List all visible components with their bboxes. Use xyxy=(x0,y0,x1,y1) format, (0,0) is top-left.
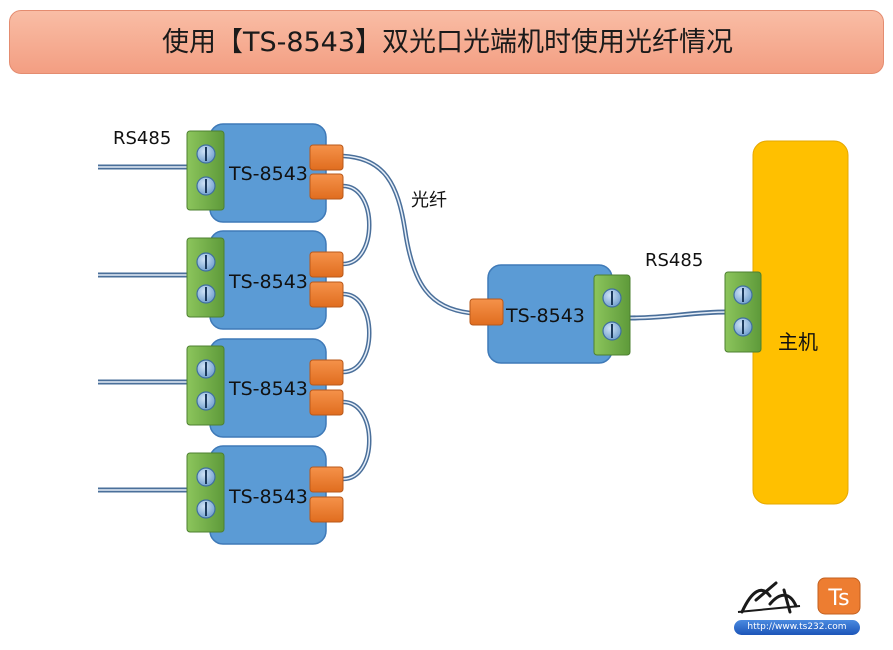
fiber-loops xyxy=(342,183,372,482)
device-4-label: TS-8543 xyxy=(229,486,308,508)
device-1-label: TS-8543 xyxy=(229,163,308,185)
rs485-host-wire xyxy=(629,309,729,321)
device-3-label: TS-8543 xyxy=(229,378,308,400)
device-2-label: TS-8543 xyxy=(229,271,308,293)
ts-logo: Ts xyxy=(737,577,861,615)
device-1 xyxy=(186,123,344,223)
device-center-label: TS-8543 xyxy=(506,305,585,327)
rs485-right-label: RS485 xyxy=(645,250,704,271)
title-bar: 使用【TS-8543】双光口光端机时使用光纤情况 xyxy=(9,10,884,74)
device-center xyxy=(469,264,631,364)
main-fiber-cable xyxy=(342,153,471,316)
host-terminal xyxy=(724,271,762,353)
device-2 xyxy=(186,230,344,330)
rs485-input-wires xyxy=(98,164,196,493)
device-4 xyxy=(186,445,344,545)
host-label: 主机 xyxy=(778,330,818,354)
fiber-label: 光纤 xyxy=(411,190,447,211)
rs485-left-label: RS485 xyxy=(113,128,172,149)
page-title: 使用【TS-8543】双光口光端机时使用光纤情况 xyxy=(161,27,734,58)
website-url[interactable]: http://www.ts232.com xyxy=(734,620,860,635)
logo-brand: Ts xyxy=(827,586,849,611)
host-box xyxy=(752,140,849,505)
device-3 xyxy=(186,338,344,438)
